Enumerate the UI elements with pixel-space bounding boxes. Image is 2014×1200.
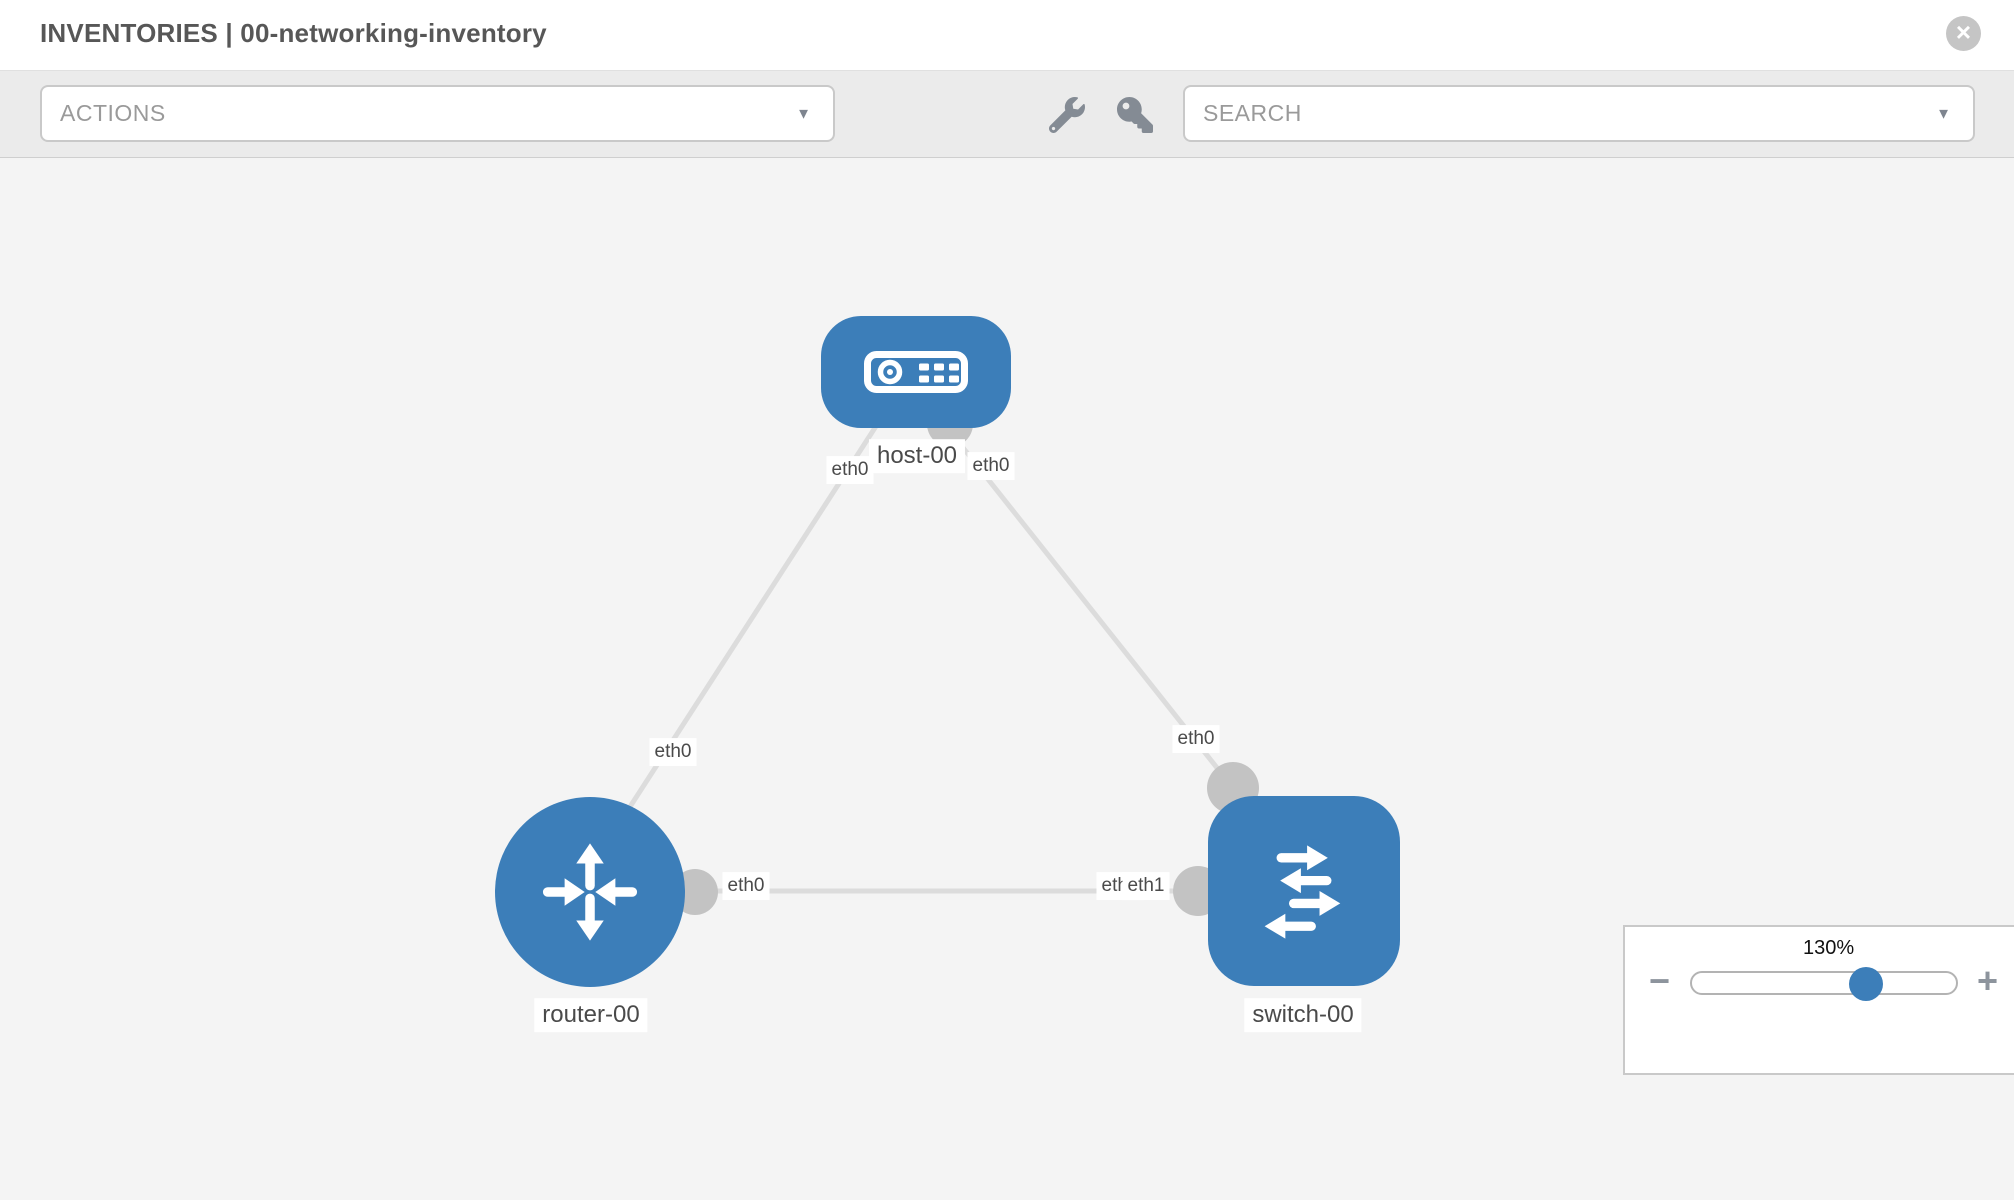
- search-dropdown-value: SEARCH: [1203, 100, 1302, 126]
- iface-label-router-switch-router-end: eth0: [722, 872, 770, 900]
- zoom-out-button[interactable]: −: [1649, 960, 1671, 1001]
- iface-label-host-switch-host-end: eth0: [967, 452, 1015, 480]
- iface-label-router-switch-switch-end: eth1: [1122, 872, 1170, 900]
- zoom-slider-track[interactable]: [1690, 967, 1958, 1001]
- close-icon: ×: [1955, 17, 1972, 47]
- node-router-00[interactable]: [495, 797, 685, 987]
- key-icon: [1117, 97, 1153, 133]
- zoom-in-button[interactable]: +: [1977, 960, 1999, 1001]
- iface-label-host-router-host-end: eth0: [826, 456, 874, 484]
- header: INVENTORIES | 00-networking-inventory ×: [0, 0, 2014, 70]
- close-button[interactable]: ×: [1946, 16, 1981, 51]
- node-switch-00[interactable]: [1208, 796, 1400, 986]
- zoom-control-panel: 130% − +: [1623, 925, 2014, 1075]
- credentials-button[interactable]: [1108, 88, 1162, 142]
- search-dropdown[interactable]: SEARCH ▼: [1183, 85, 1975, 142]
- node-host-00[interactable]: [821, 316, 1011, 428]
- wrench-icon: [1049, 97, 1085, 133]
- chevron-down-icon: ▼: [1936, 105, 1951, 122]
- configure-button[interactable]: [1040, 88, 1094, 142]
- iface-label-host-switch-switch-end: eth0: [1172, 725, 1220, 753]
- zoom-slider-thumb[interactable]: [1849, 967, 1883, 1001]
- zoom-level-value: 130%: [1803, 937, 1855, 959]
- router-icon: [542, 843, 638, 941]
- switch-icon: [1264, 845, 1341, 939]
- actions-dropdown[interactable]: ACTIONS ▼: [40, 85, 835, 142]
- node-label-host-00: host-00: [868, 439, 966, 473]
- actions-dropdown-value: ACTIONS: [60, 100, 166, 126]
- node-label-router-00: router-00: [534, 998, 648, 1032]
- host-icon: [864, 351, 968, 393]
- chevron-down-icon: ▼: [796, 105, 811, 122]
- node-label-switch-00: switch-00: [1244, 998, 1362, 1032]
- page-title: INVENTORIES | 00-networking-inventory: [40, 18, 547, 48]
- iface-label-host-router-router-end: eth0: [649, 738, 697, 766]
